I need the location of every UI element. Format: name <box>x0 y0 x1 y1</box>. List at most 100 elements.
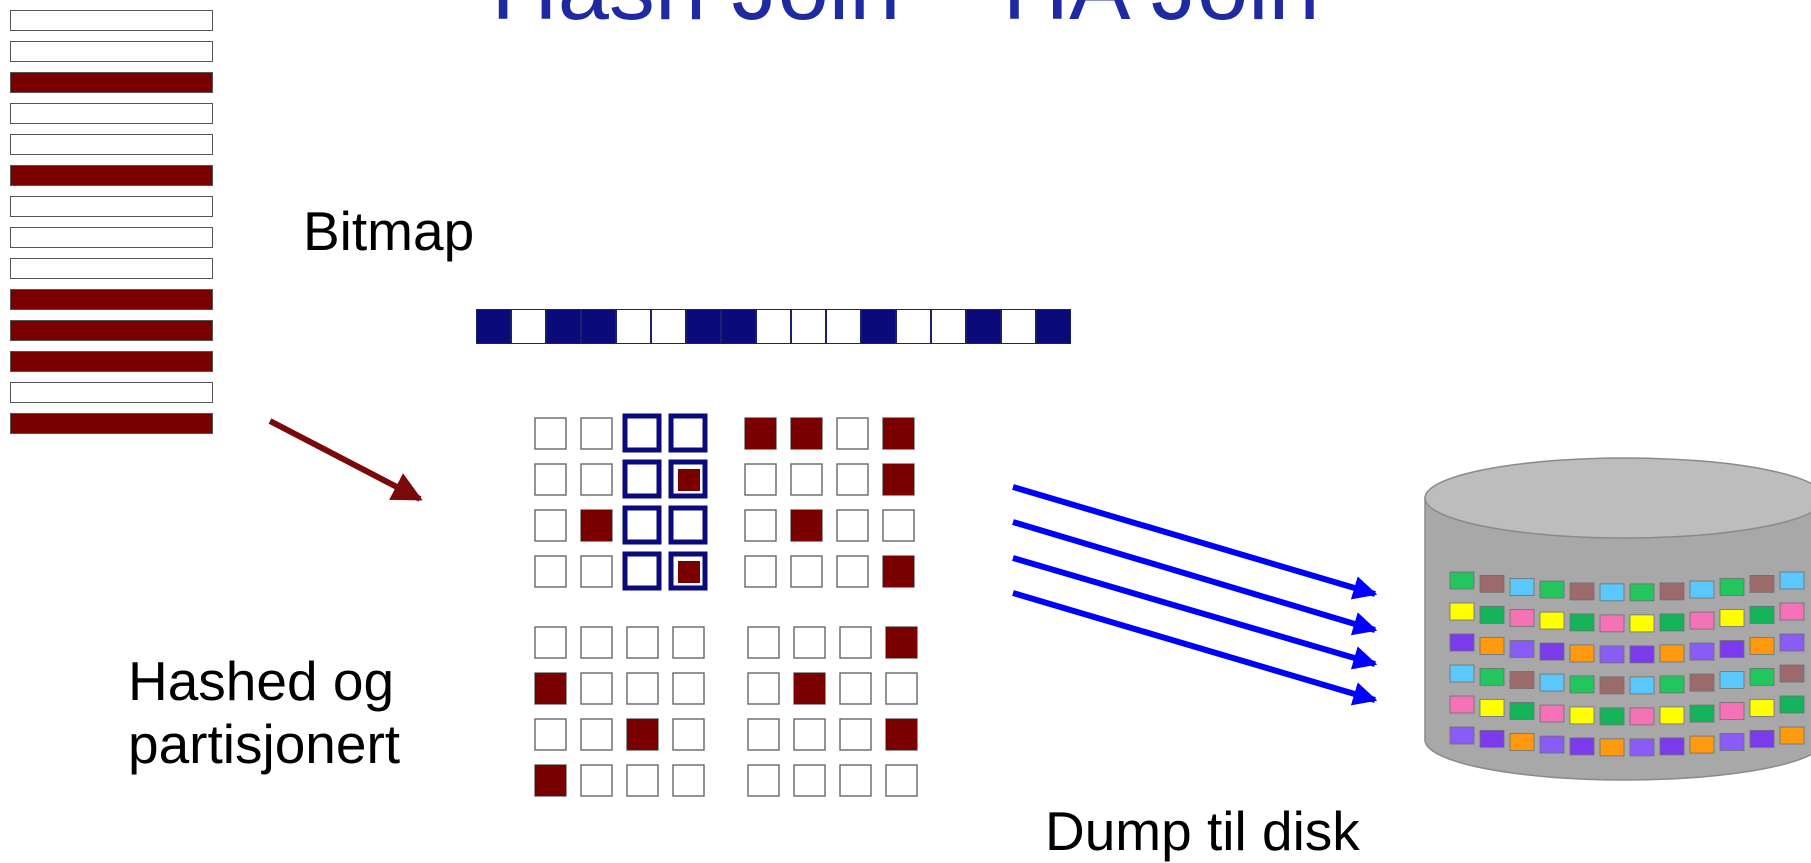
bucket-cell <box>745 464 776 495</box>
disk-block <box>1510 578 1534 595</box>
bucket-cell <box>748 765 779 796</box>
disk-block <box>1570 738 1594 755</box>
bucket-cell <box>581 418 612 449</box>
bucket-cell <box>627 673 658 704</box>
bucket-cell <box>791 464 822 495</box>
disk-block <box>1480 730 1504 747</box>
disk-block <box>1780 603 1804 620</box>
filled-cell <box>791 510 822 541</box>
bucket-cell <box>535 418 566 449</box>
bucket-cell <box>581 627 612 658</box>
filled-cell <box>883 464 914 495</box>
disk-block <box>1540 612 1564 629</box>
disk-block <box>1600 708 1624 725</box>
bucket-cell <box>581 673 612 704</box>
disk-block <box>1750 668 1774 685</box>
disk-block <box>1540 674 1564 691</box>
filled-cell <box>678 469 700 491</box>
disk-block <box>1780 727 1804 744</box>
filled-cell <box>535 765 566 796</box>
disk-block <box>1600 615 1624 632</box>
disk-block <box>1540 736 1564 753</box>
disk-block <box>1600 646 1624 663</box>
disk-block <box>1780 696 1804 713</box>
disk-block <box>1630 584 1654 601</box>
partition-bottom-left <box>535 627 704 796</box>
disk-block <box>1660 614 1684 631</box>
disk-top <box>1425 458 1811 538</box>
bucket-cell <box>627 765 658 796</box>
disk-block <box>1510 702 1534 719</box>
disk-block <box>1510 609 1534 626</box>
disk-block <box>1780 665 1804 682</box>
dump-to-disk-label: Dump til disk <box>1045 800 1360 863</box>
hashed-label-line1: Hashed og <box>128 650 400 713</box>
disk-block <box>1480 606 1504 623</box>
disk-block <box>1480 699 1504 716</box>
filled-cell <box>794 673 825 704</box>
disk-block <box>1540 705 1564 722</box>
disk-block <box>1720 733 1744 750</box>
bucket-cell <box>840 627 871 658</box>
bucket-cell <box>840 673 871 704</box>
bucket-cell <box>673 719 704 750</box>
hashed-label-line2: partisjonert <box>128 713 400 776</box>
disk-block <box>1720 578 1744 595</box>
partition-top-left <box>535 416 705 588</box>
disk-block <box>1480 668 1504 685</box>
disk-block <box>1630 677 1654 694</box>
bucket-cell <box>794 765 825 796</box>
disk-block <box>1570 707 1594 724</box>
disk-block <box>1630 615 1654 632</box>
filled-cell <box>886 719 917 750</box>
disk-block <box>1450 727 1474 744</box>
bucket-cell <box>745 556 776 587</box>
disk-block <box>1570 583 1594 600</box>
bucket-cell <box>837 418 868 449</box>
disk-block <box>1510 640 1534 657</box>
hash-partitions <box>535 416 917 796</box>
disk-block <box>1720 702 1744 719</box>
disk-block <box>1450 572 1474 589</box>
highlighted-bucket-cell <box>625 462 659 496</box>
bucket-cell <box>837 464 868 495</box>
disk-block <box>1450 634 1474 651</box>
bucket-cell <box>840 765 871 796</box>
highlighted-bucket-cell <box>671 508 705 542</box>
bucket-cell <box>840 719 871 750</box>
bucket-cell <box>886 765 917 796</box>
bucket-cell <box>535 627 566 658</box>
bucket-cell <box>745 510 776 541</box>
disk-block <box>1660 738 1684 755</box>
filled-cell <box>581 510 612 541</box>
disk-block <box>1660 676 1684 693</box>
disk-block <box>1510 671 1534 688</box>
disk-block <box>1600 739 1624 756</box>
filled-cell <box>627 719 658 750</box>
disk-block <box>1570 645 1594 662</box>
disk-block <box>1510 733 1534 750</box>
disk-block <box>1630 646 1654 663</box>
disk-block <box>1750 606 1774 623</box>
disk-block <box>1570 676 1594 693</box>
disk-block <box>1720 671 1744 688</box>
disk-block <box>1540 581 1564 598</box>
disk-block <box>1720 640 1744 657</box>
disk-block <box>1660 645 1684 662</box>
bucket-cell <box>581 556 612 587</box>
disk-icon <box>1425 458 1811 780</box>
disk-block <box>1480 637 1504 654</box>
disk-block <box>1450 665 1474 682</box>
disk-block <box>1780 634 1804 651</box>
bucket-cell <box>794 627 825 658</box>
disk-block <box>1750 575 1774 592</box>
disk-block <box>1660 707 1684 724</box>
disk-block <box>1690 612 1714 629</box>
partition-top-right <box>745 418 914 587</box>
disk-block <box>1690 643 1714 660</box>
bucket-cell <box>581 464 612 495</box>
bucket-cell <box>748 673 779 704</box>
bucket-cell <box>535 556 566 587</box>
disk-block <box>1690 705 1714 722</box>
disk-block <box>1750 699 1774 716</box>
